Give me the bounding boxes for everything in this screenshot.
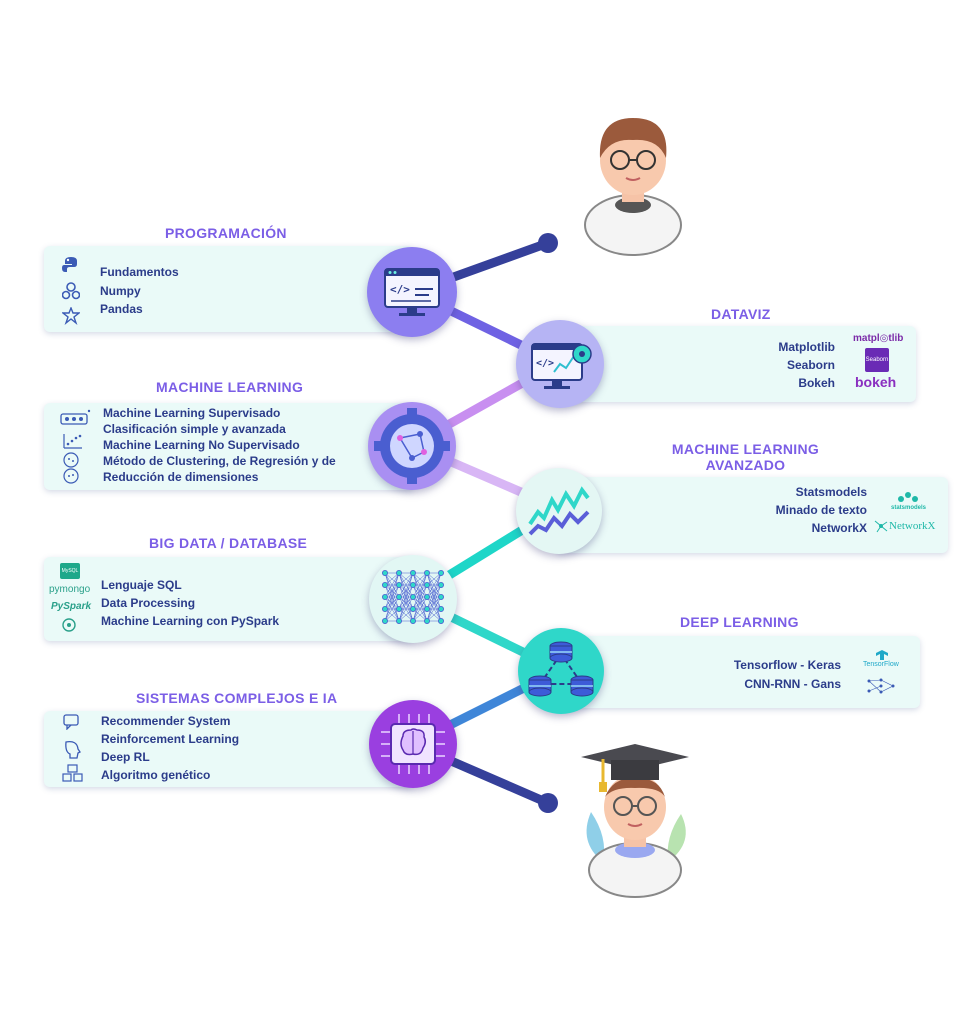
student-avatar-icon	[584, 118, 682, 256]
pyspark-logo: PySpark	[51, 601, 92, 612]
item-minado-texto: Minado de texto	[775, 503, 867, 517]
gear-network-icon	[374, 408, 450, 484]
card-programacion	[44, 246, 414, 332]
item-clustering-regresion: Método de Clustering, de Regresión y de	[103, 454, 336, 468]
path-start-dot	[538, 233, 558, 253]
matplotlib-logo: matpl◎tlib	[853, 333, 904, 344]
neural-mesh-icon	[381, 569, 445, 625]
code-monitor-icon: </>	[384, 268, 440, 316]
item-ml-supervisado: Machine Learning Supervisado	[103, 406, 281, 420]
card-sistemas	[44, 711, 414, 787]
section-title-deep-learning: DEEP LEARNING	[680, 614, 799, 630]
node-machine-learning	[368, 402, 456, 490]
item-numpy: Numpy	[100, 284, 141, 298]
chat-bot-icon	[63, 714, 79, 730]
node-sistemas	[369, 700, 457, 788]
ai-chip-icon	[381, 714, 445, 774]
section-title-ml-avanzado: MACHINE LEARNING AVANZADO	[671, 441, 820, 473]
supervised-learning-icon	[60, 409, 91, 425]
item-seaborn: Seaborn	[786, 358, 835, 372]
networkx-icon	[874, 520, 888, 533]
node-dataviz: </>	[516, 320, 604, 408]
pymongo-logo: pymongo	[49, 584, 91, 595]
item-pandas: Pandas	[100, 302, 143, 316]
database-gear-icon	[62, 618, 76, 632]
neural-network-icon	[867, 678, 895, 694]
bokeh-logo: bokeh	[855, 374, 897, 390]
svg-text:</>: </>	[536, 358, 554, 369]
genetic-algorithm-icon	[62, 764, 83, 782]
stock-chart-icon	[528, 486, 590, 536]
pandas-icon	[62, 307, 80, 326]
svg-text:</>: </>	[390, 283, 410, 296]
node-ml-avanzado	[516, 468, 602, 554]
graduate-avatar-icon	[581, 744, 689, 898]
networkx-logo: NetworkX	[889, 520, 936, 532]
section-title-programacion: PROGRAMACIÓN	[165, 225, 287, 241]
item-ml-no-supervisado: Machine Learning No Supervisado	[103, 438, 300, 452]
section-title-sistemas: SISTEMAS COMPLEJOS E IA	[136, 690, 338, 706]
statsmodels-icon	[898, 492, 918, 502]
item-deep-rl: Deep RL	[101, 750, 150, 764]
card-deep-learning	[556, 636, 920, 708]
path-end-dot	[538, 793, 558, 813]
node-programacion: </>	[367, 247, 457, 337]
item-clasificacion: Clasificación simple y avanzada	[103, 422, 286, 436]
node-deep-learning	[518, 628, 604, 714]
item-ml-pyspark: Machine Learning con PySpark	[101, 614, 280, 628]
numpy-icon	[62, 282, 80, 300]
python-icon	[62, 257, 77, 272]
node-big-data	[369, 555, 457, 643]
item-reduccion-dimensiones: Reducción de dimensiones	[103, 470, 259, 484]
head-profile-icon	[65, 741, 81, 759]
item-data-processing: Data Processing	[101, 596, 196, 610]
section-title-dataviz: DATAVIZ	[711, 306, 771, 322]
item-lenguaje-sql: Lenguaje SQL	[101, 578, 182, 592]
section-title-machine-learning: MACHINE LEARNING	[156, 379, 304, 395]
clustering-icon	[63, 452, 79, 484]
card-ml-avanzado	[556, 477, 948, 553]
item-cnn-rnn-gans: CNN-RNN - Gans	[744, 677, 841, 691]
item-bokeh: Bokeh	[798, 376, 835, 390]
tensorflow-icon	[876, 650, 888, 660]
card-dataviz	[556, 326, 916, 402]
item-recommender-system: Recommender System	[101, 714, 231, 728]
item-statsmodels: Statsmodels	[795, 485, 867, 499]
item-reinforcement-learning: Reinforcement Learning	[101, 732, 240, 746]
scatter-plot-icon	[63, 434, 82, 449]
mysql-icon: MySQL	[60, 563, 80, 579]
item-matplotlib: Matplotlib	[778, 340, 835, 354]
seaborn-logo: Seaborn	[865, 348, 889, 372]
item-networkx: NetworkX	[811, 521, 867, 535]
item-algoritmo-genetico: Algoritmo genético	[101, 768, 211, 782]
card-machine-learning	[44, 403, 414, 490]
statsmodels-logo: statsmodels	[891, 505, 927, 511]
section-title-big-data: BIG DATA / DATABASE	[149, 535, 308, 551]
card-big-data	[44, 557, 414, 641]
analytics-monitor-icon: </>	[531, 343, 592, 389]
database-network-icon	[528, 641, 594, 697]
tensorflow-logo: TensorFlow	[863, 661, 899, 668]
item-tensorflow-keras: Tensorflow - Keras	[733, 658, 841, 672]
item-fundamentos: Fundamentos	[100, 265, 179, 279]
